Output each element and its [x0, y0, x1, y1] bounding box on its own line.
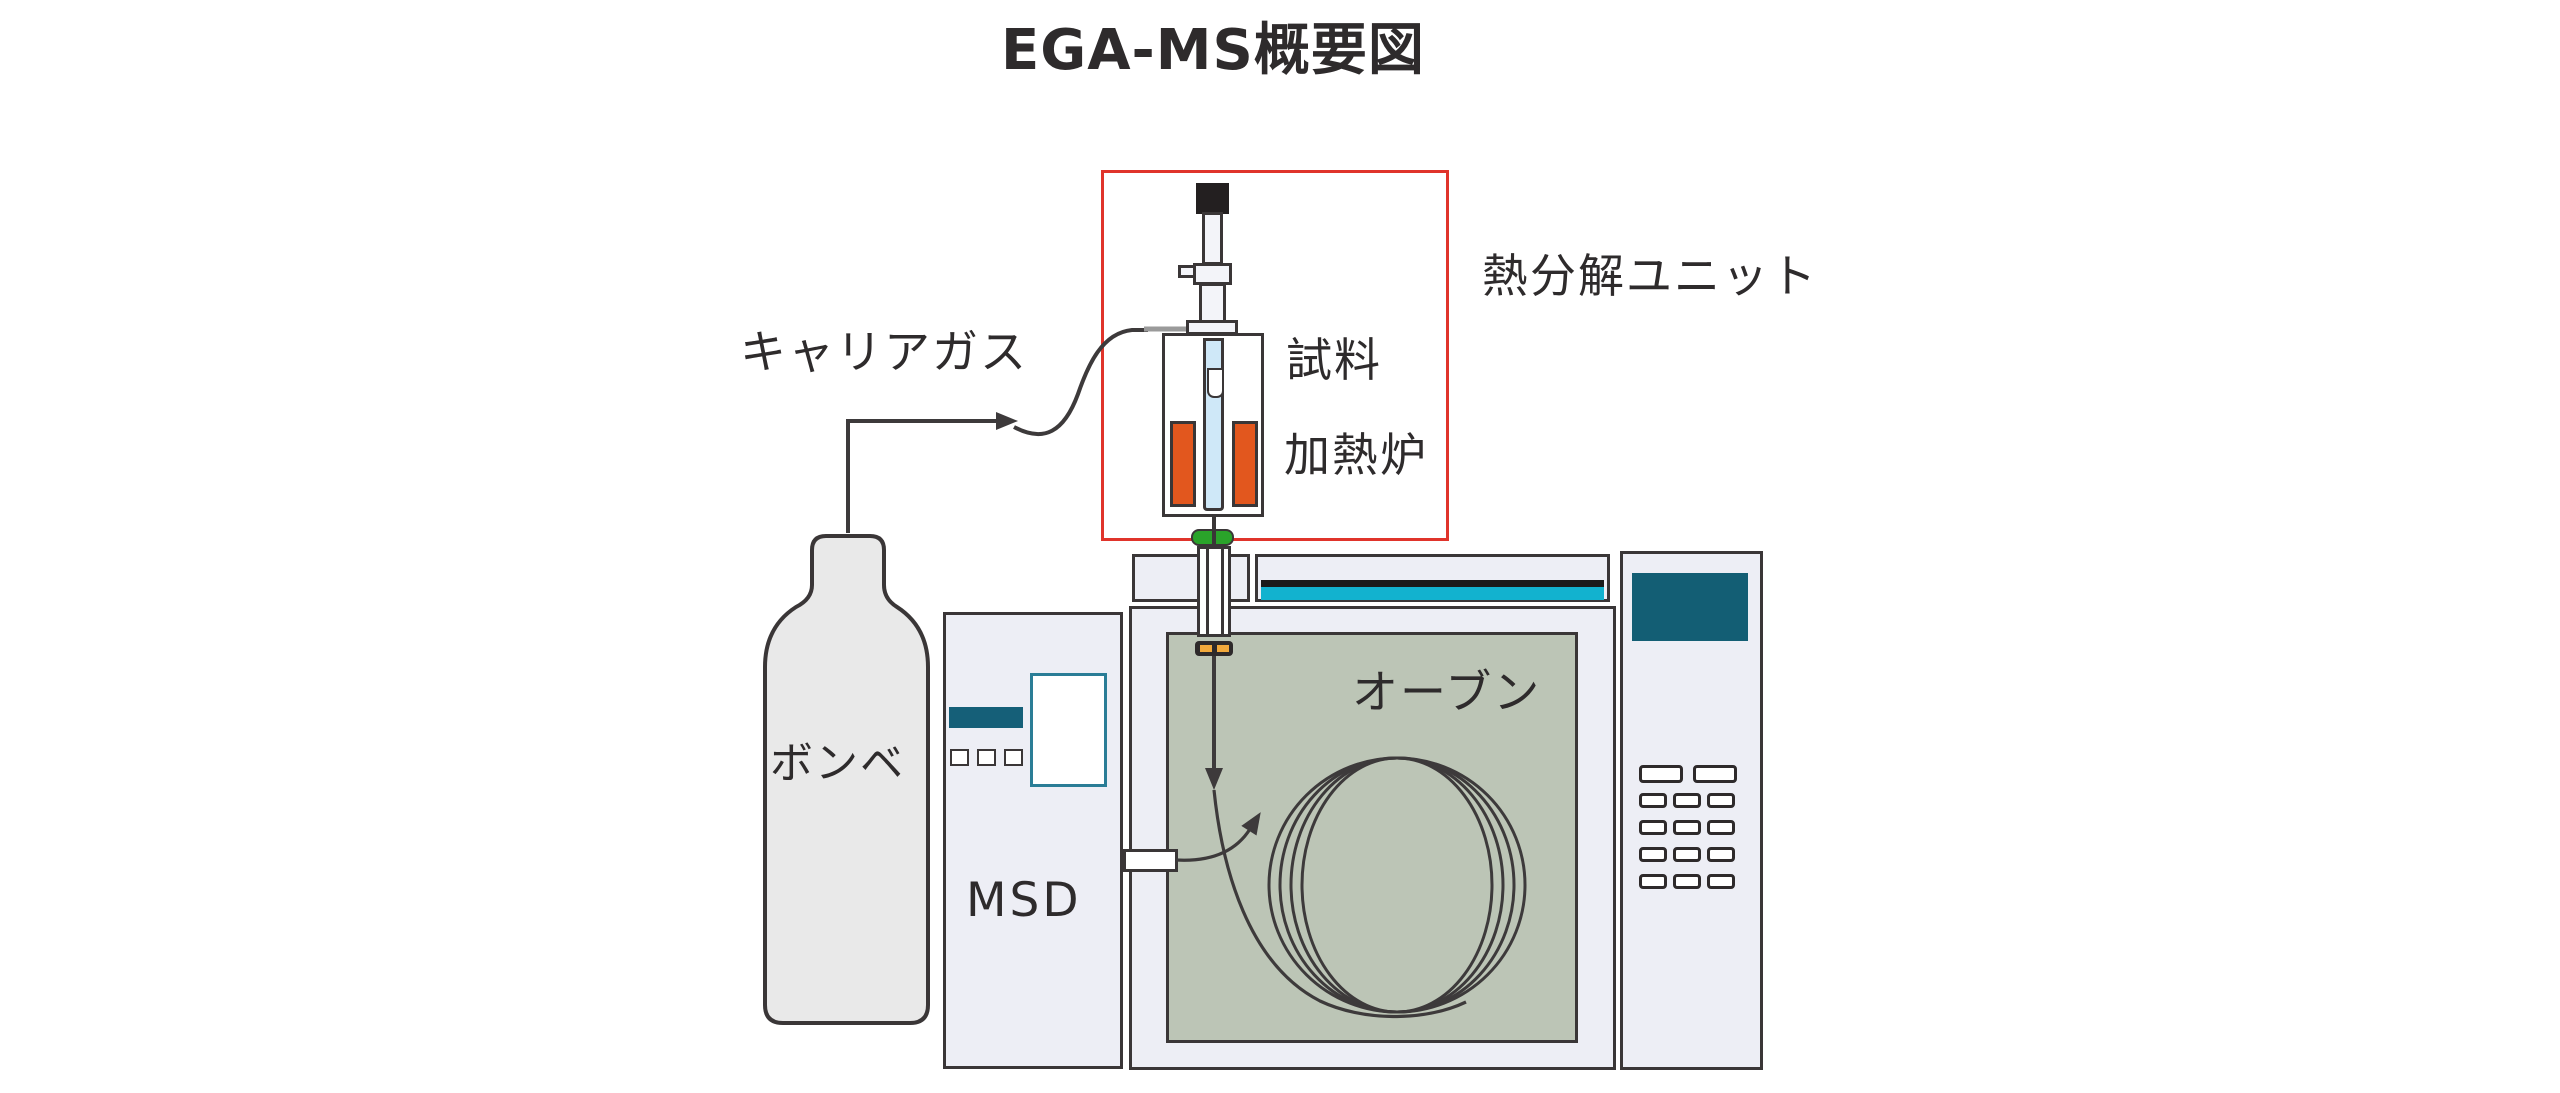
- msd-button: [950, 749, 969, 766]
- msd-display-bar: [949, 707, 1023, 728]
- injector-tube-line: [1221, 546, 1224, 637]
- carrier-gas-label: キャリアガス: [740, 325, 1028, 379]
- panel-key: [1639, 793, 1667, 808]
- panel-key: [1707, 847, 1735, 862]
- msd-label: MSD: [966, 873, 1082, 928]
- panel-key: [1673, 847, 1701, 862]
- pyrolyzer-flange: [1186, 320, 1238, 335]
- column-fitting: [1195, 641, 1233, 656]
- panel-key: [1639, 820, 1667, 835]
- oven-label: オーブン: [1352, 665, 1542, 719]
- panel-key: [1639, 847, 1667, 862]
- panel-key: [1707, 793, 1735, 808]
- control-panel-screen: [1632, 573, 1748, 641]
- fitting-nut: [1200, 645, 1212, 652]
- heater-block-left: [1170, 421, 1196, 507]
- panel-key: [1707, 820, 1735, 835]
- panel-key: [1673, 793, 1701, 808]
- gc-injector: [1197, 546, 1231, 637]
- heater-block-right: [1232, 421, 1258, 507]
- sample-label: 試料: [1286, 333, 1382, 387]
- fitting-nut: [1217, 645, 1229, 652]
- sample-tube: [1203, 338, 1224, 511]
- panel-key: [1673, 820, 1701, 835]
- panel-key: [1639, 765, 1683, 783]
- carrier-gas-line: [846, 412, 1018, 533]
- pyrolyzer-neck: [1199, 283, 1226, 323]
- pyrolyzer-rod: [1202, 212, 1223, 265]
- msd-transfer-line: [1123, 849, 1178, 872]
- panel-key: [1707, 874, 1735, 889]
- msd-button: [977, 749, 996, 766]
- gas-cylinder-label: ボンベ: [770, 739, 905, 789]
- seal-through-line: [1212, 516, 1216, 547]
- pyrolysis-unit-label: 熱分解ユニット: [1482, 249, 1818, 303]
- panel-key: [1639, 874, 1667, 889]
- sample-cup: [1207, 368, 1224, 398]
- furnace-label: 加熱炉: [1284, 428, 1428, 482]
- gc-injector-cover: [1132, 554, 1250, 602]
- pyrolyzer-cap: [1196, 183, 1229, 214]
- gc-band-cyan-strip: [1261, 587, 1604, 600]
- msd-door-panel: [1030, 673, 1107, 787]
- msd-button: [1004, 749, 1023, 766]
- pyrolysis-unit-frame: [1101, 170, 1449, 541]
- gc-band-black-strip: [1261, 580, 1604, 587]
- page-title: EGA-MS概要図: [1001, 18, 1425, 83]
- pyrolyzer-collar: [1193, 263, 1232, 285]
- panel-key: [1673, 874, 1701, 889]
- injector-tube-line: [1206, 546, 1209, 637]
- panel-key: [1693, 765, 1737, 783]
